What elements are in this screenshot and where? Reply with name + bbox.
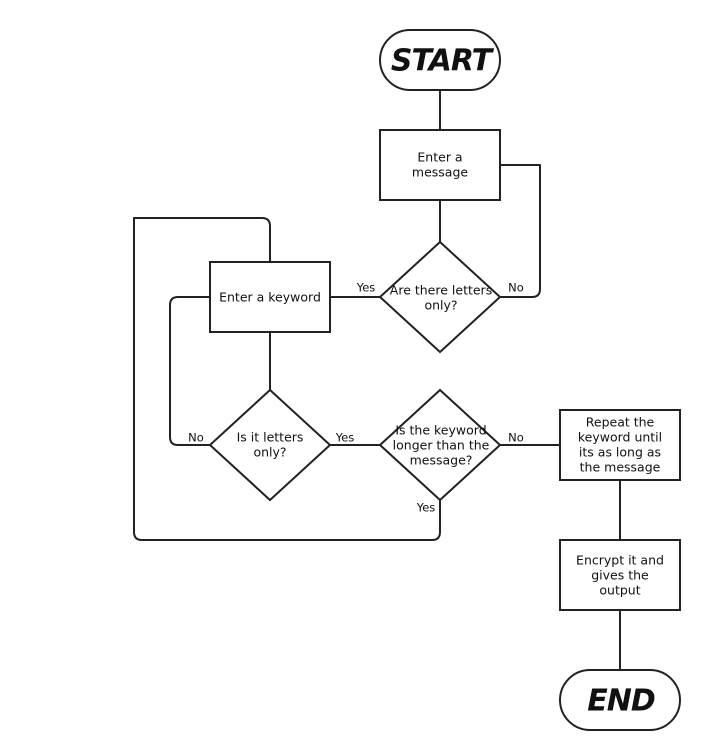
end-terminal-shape (559, 669, 681, 731)
repeat-keyword-box (559, 409, 681, 481)
letters-only-line-2: only? (424, 298, 457, 313)
edge-labels: Yes No No Yes No Yes (188, 281, 524, 515)
keyword-longer-decision: Is the keyword longer than the message? (378, 388, 502, 502)
keyword-letters-decision: Is it letters only? (208, 388, 332, 502)
start-label: START (391, 44, 495, 79)
enter-keyword-box (209, 261, 331, 333)
encrypt-line-2: gives the (591, 568, 649, 583)
edge-label-letters-only-no: No (508, 281, 524, 295)
enter-message-line-2: message (412, 165, 468, 180)
repeat-keyword-line-4: the message (580, 460, 661, 475)
keyword-letters-diamond (208, 388, 332, 502)
start-node: START (379, 29, 501, 91)
letters-only-diamond (378, 240, 502, 354)
keyword-longer-line-2: longer than the (393, 438, 490, 453)
letters-only-decision: Are there letters only? (378, 240, 502, 354)
encrypt-node: Encrypt it and gives the output (559, 539, 681, 611)
end-label: END (587, 684, 655, 719)
edge-label-letters-only-yes: Yes (356, 281, 376, 295)
enter-keyword-node: Enter a keyword (209, 261, 331, 333)
keyword-longer-diamond (378, 388, 502, 502)
edge-label-keyword-letters-yes: Yes (335, 431, 355, 445)
enter-message-line-1: Enter a (417, 150, 462, 165)
keyword-letters-line-2: only? (253, 445, 286, 460)
edge-letters-check-no-loop (500, 164, 541, 298)
edge-label-keyword-longer-yes: Yes (416, 501, 436, 515)
repeat-keyword-line-3: its as long as (579, 445, 661, 460)
start-terminal-shape (379, 29, 501, 91)
connectors (133, 90, 621, 670)
enter-keyword-line-1: Enter a keyword (219, 290, 321, 305)
edge-label-keyword-longer-no: No (508, 431, 524, 445)
keyword-letters-line-1: Is it letters (237, 430, 304, 445)
edge-longer-check-yes-loop (133, 217, 441, 541)
repeat-keyword-line-1: Repeat the (586, 415, 655, 430)
keyword-longer-line-1: Is the keyword (395, 423, 486, 438)
enter-message-box (379, 129, 501, 201)
edge-keyword-letters-no-loop (169, 296, 210, 446)
edge-label-keyword-letters-no: No (188, 431, 204, 445)
end-node: END (559, 669, 681, 731)
encrypt-box (559, 539, 681, 611)
keyword-longer-line-3: message? (410, 453, 473, 468)
letters-only-line-1: Are there letters (390, 283, 492, 298)
repeat-keyword-line-2: keyword until (578, 430, 662, 445)
encrypt-line-3: output (599, 583, 640, 598)
enter-message-node: Enter a message (379, 129, 501, 201)
repeat-keyword-node: Repeat the keyword until its as long as … (559, 409, 681, 481)
encrypt-line-1: Encrypt it and (576, 553, 664, 568)
